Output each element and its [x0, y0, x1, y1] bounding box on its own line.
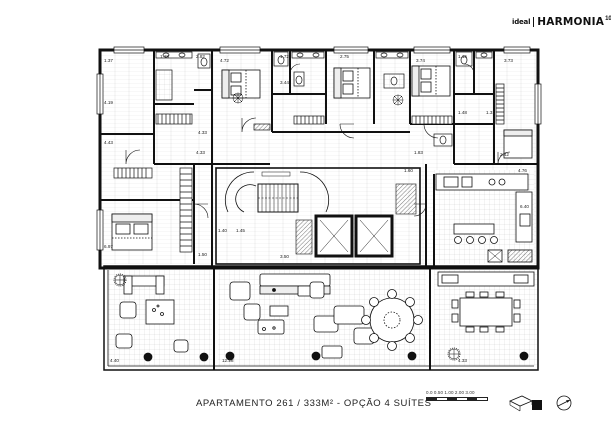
bathrooms	[155, 51, 493, 147]
kitchen	[435, 173, 533, 263]
brand-logo: ideal HARMONIA 1040	[512, 14, 611, 30]
bed-suite-3	[411, 65, 451, 97]
stair-core	[215, 167, 421, 265]
dimension-label: 4.40	[110, 358, 119, 363]
dimension-label: 1.31	[486, 110, 495, 115]
dimension-label: 12.28	[222, 358, 234, 363]
dimension-label: 1.45	[236, 228, 245, 233]
dining-table	[361, 289, 423, 351]
dimension-label: 2.42	[500, 152, 509, 157]
dimension-label: 3.44	[280, 80, 289, 85]
windows	[96, 46, 542, 251]
brand-number: 1040	[605, 16, 611, 22]
dimension-label: 1.60	[404, 168, 413, 173]
gourmet-terrace	[437, 271, 535, 361]
dimension-labels: 1.37 1.18 2.82 4.72 3.44 1.72 2.75 3.74 …	[104, 54, 529, 363]
plan-caption: APARTAMENTO 261 / 333M² - OPÇÃO 4 SUÍTES	[196, 398, 432, 409]
scale-bar: 0.0 0.50 1.00 2.00 3.00	[426, 390, 490, 414]
dimension-label: 1.83	[414, 150, 423, 155]
plants	[114, 92, 460, 360]
dimension-label: 2.75	[340, 54, 349, 59]
scale-bar-graphic	[426, 397, 488, 401]
dimension-label: 4.33	[196, 150, 205, 155]
exterior-walls	[98, 48, 540, 371]
brand-name: HARMONIA	[537, 16, 605, 28]
north-arrow-icon	[556, 395, 572, 411]
dimension-label: 3.73	[504, 58, 513, 63]
dimension-label: 1.18	[160, 54, 169, 59]
dimension-label: 4.43	[104, 140, 113, 145]
dimension-label: 3.50	[280, 254, 289, 259]
dimension-label: 4.33	[458, 358, 467, 363]
dimension-label: 3.74	[416, 58, 425, 63]
bed-suite-1	[221, 69, 261, 99]
scale-bar-label: 0.0 0.50 1.00 2.00 3.00	[426, 390, 475, 395]
dimension-label: 4.76	[518, 168, 527, 173]
dimension-label: 6.40	[520, 204, 529, 209]
key-plan-icon	[509, 395, 542, 412]
elevators	[295, 183, 417, 258]
wardrobes	[113, 83, 505, 253]
bed-suite-4	[111, 213, 153, 251]
bed-suite-2	[333, 67, 371, 99]
dimension-label: 4.19	[104, 100, 113, 105]
dimension-label: 1.72	[280, 54, 289, 59]
dimension-label: 1.37	[104, 58, 113, 63]
dimension-label: 1.48	[458, 110, 467, 115]
floor-plan: 1.37 1.18 2.82 4.72 3.44 1.72 2.75 3.74 …	[96, 46, 542, 371]
brand-separator	[533, 17, 535, 27]
dimension-label: 4.72	[220, 58, 229, 63]
dimension-label: 4.33	[198, 130, 207, 135]
doors	[125, 63, 511, 219]
dimension-label: 6.97	[104, 244, 113, 249]
dimension-label: 1.40	[218, 228, 227, 233]
beds	[111, 65, 533, 251]
brand-logo-word: ideal	[512, 18, 531, 26]
living-area	[225, 273, 417, 361]
dimension-label: 1.50	[198, 252, 207, 257]
dimension-label: 1.15	[458, 54, 467, 59]
dimension-label: 2.82	[196, 54, 205, 59]
terrace-left	[113, 273, 209, 362]
